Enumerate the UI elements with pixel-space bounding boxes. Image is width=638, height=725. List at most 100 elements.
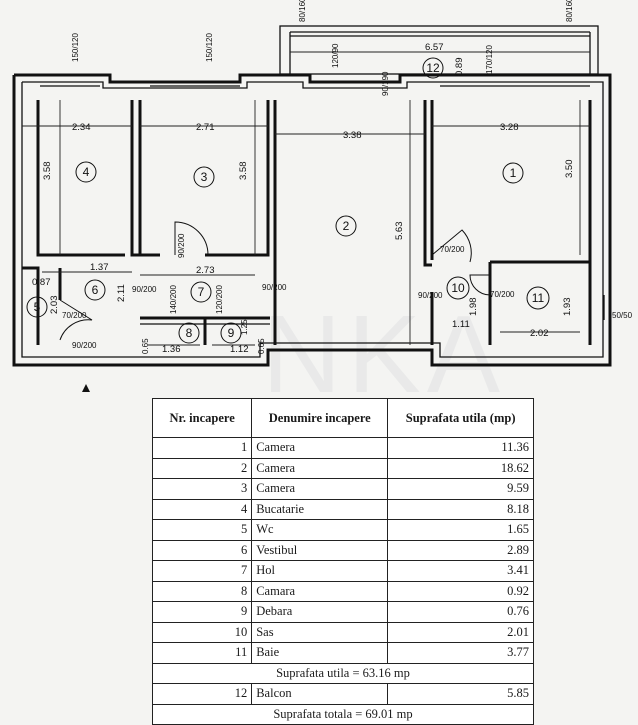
room-nr: 8 (151, 580, 253, 602)
opening-label: 70/200 (62, 311, 87, 320)
room-nr: 10 (151, 621, 253, 643)
room-area: 0.92 (387, 580, 534, 602)
dim-3-28: 3.28 (500, 122, 519, 133)
dim-0-87: 0.87 (32, 277, 51, 288)
dim-2-02: 2.02 (530, 328, 549, 339)
svg-text:8: 8 (186, 326, 193, 340)
header-area: Suprafata utila (mp) (387, 398, 534, 438)
dim-1-37: 1.37 (90, 262, 109, 273)
useful-total-row: Suprafata utila = 63.16 mp (152, 662, 534, 684)
door-swings (59, 221, 491, 341)
dim-1-93: 1.93 (562, 298, 573, 317)
room-name: Hol (251, 560, 389, 582)
dim-2-03: 2.03 (49, 296, 60, 315)
room-nr: 1 (151, 437, 253, 459)
dimension-labels: 2.34 2.71 3.38 3.28 3.58 3.58 5.63 3.50 … (32, 42, 575, 355)
room-name: Balcon (251, 683, 389, 705)
room-marker-7: 7 (190, 281, 212, 303)
room-area: 5.85 (387, 683, 534, 705)
dim-3-50: 3.50 (564, 160, 575, 179)
opening-label: 150/120 (71, 33, 80, 62)
svg-text:6: 6 (92, 283, 99, 297)
room-area: 0.76 (387, 601, 534, 623)
room-area-table: Nr. incapere Denumire incapere Suprafata… (151, 398, 534, 725)
room-marker-9: 9 (220, 322, 242, 344)
dim-0-89: 0.89 (454, 58, 465, 77)
grand-total-row: Suprafata totala = 69.01 mp (152, 703, 534, 725)
room-marker-3: 3 (193, 166, 215, 188)
svg-text:2: 2 (343, 219, 350, 233)
dim-1-12: 1.12 (230, 344, 249, 355)
room-marker-12: 12 (422, 57, 444, 79)
room-area: 3.41 (387, 560, 534, 582)
svg-text:5: 5 (34, 300, 41, 314)
dim-0-65-left: 0.65 (141, 338, 150, 354)
header-nr: Nr. incapere (151, 398, 253, 438)
opening-label: 170/120 (485, 45, 494, 74)
grand-total: Suprafata totala = 69.01 mp (152, 703, 534, 725)
svg-text:9: 9 (228, 326, 235, 340)
opening-label: 90/200 (262, 283, 287, 292)
room-marker-1: 1 (502, 162, 524, 184)
room-area: 1.65 (387, 519, 534, 541)
dim-3-58-right: 3.58 (238, 162, 249, 181)
room-nr: 6 (151, 539, 253, 561)
balcony-outline (279, 25, 599, 75)
dim-1-98: 1.98 (468, 298, 479, 317)
room-marker-5: 5 (26, 296, 48, 318)
entrance-arrow-icon (82, 384, 90, 392)
room-marker-8: 8 (178, 322, 200, 344)
svg-text:7: 7 (198, 285, 205, 299)
room-marker-4: 4 (75, 161, 97, 183)
opening-labels: 80/160 80/160 150/120 150/120 120/90 90/… (62, 0, 633, 350)
room-area: 2.89 (387, 539, 534, 561)
floor-plan: NKA (12, 0, 633, 392)
dim-2-11: 2.11 (116, 284, 127, 302)
dim-2-71: 2.71 (196, 122, 215, 133)
dim-1-36: 1.36 (162, 344, 181, 355)
window-marks (40, 85, 605, 320)
svg-text:1: 1 (510, 166, 517, 180)
room-marker-2: 2 (335, 215, 357, 237)
dim-1-25: 1.25 (240, 319, 249, 335)
room-nr: 4 (151, 498, 253, 520)
opening-label: 80/160 (298, 0, 307, 22)
room-name: Camera (251, 457, 389, 479)
room-nr: 7 (151, 560, 253, 582)
room-area: 2.01 (387, 621, 534, 643)
room-nr: 3 (151, 478, 253, 500)
room-marker-6: 6 (84, 279, 106, 301)
opening-label: 80/160 (565, 0, 574, 22)
room-name: Bucatarie (251, 498, 389, 520)
opening-label: 150/120 (205, 33, 214, 62)
dim-2-73: 2.73 (196, 265, 215, 276)
opening-label: 90/200 (132, 285, 157, 294)
room-marker-11: 11 (526, 286, 550, 310)
opening-label: 70/200 (490, 290, 515, 299)
dim-6-57: 6.57 (425, 42, 444, 53)
table-header-row: Nr. incapere Denumire incapere Suprafata… (151, 398, 534, 438)
room-nr: 2 (151, 457, 253, 479)
opening-label: 50/50 (612, 311, 633, 320)
dim-2-34: 2.34 (72, 122, 91, 133)
room-name: Debara (251, 601, 389, 623)
svg-text:10: 10 (451, 281, 465, 295)
dim-0-65-right: 0.65 (257, 338, 266, 354)
room-area: 3.77 (387, 642, 534, 664)
svg-text:4: 4 (83, 165, 90, 179)
room-area: 9.59 (387, 478, 534, 500)
room-area: 11.36 (387, 437, 534, 459)
interior-walls (22, 100, 592, 345)
room-markers: 1 2 3 4 5 6 7 8 9 10 11 12 (26, 57, 550, 344)
opening-label: 90/190 (381, 71, 390, 96)
room-name: Camara (251, 580, 389, 602)
